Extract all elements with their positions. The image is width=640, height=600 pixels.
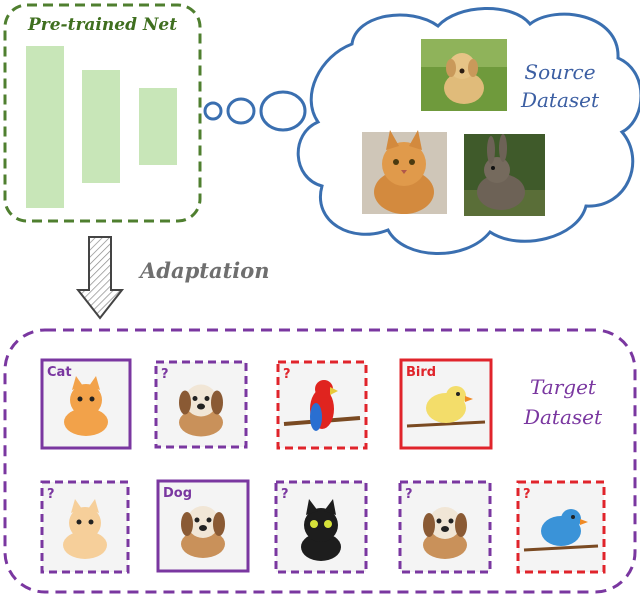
- card-tag: ?: [523, 487, 531, 502]
- adaptation-arrow: [75, 236, 125, 320]
- source-label-line2: Dataset: [520, 88, 600, 112]
- network-layer-bar-3: [139, 88, 177, 165]
- animal-illustration-icon: [179, 384, 223, 437]
- thought-bubble-small: [203, 101, 223, 121]
- source-label-line1: Source: [524, 60, 596, 84]
- target-card-frame: [399, 358, 493, 450]
- card-tag: Cat: [47, 365, 72, 380]
- animal-illustration-icon: [523, 509, 599, 552]
- source-photo-puppy: [421, 39, 507, 111]
- card-tag: Dog: [163, 486, 192, 501]
- target-card-grid: Cat?? Bird? Dog???: [40, 358, 606, 574]
- card-tag: ?: [161, 367, 169, 382]
- source-dataset-label: Source Dataset: [500, 58, 620, 114]
- card-tag: Bird: [406, 365, 436, 380]
- animal-illustration-icon: [63, 499, 107, 559]
- source-photo-cat: [362, 130, 447, 214]
- network-layer-bar-2: [82, 70, 120, 183]
- animal-illustration-icon: [283, 380, 361, 431]
- target-label-line1: Target: [530, 375, 596, 399]
- target-card: ?: [276, 360, 368, 450]
- target-label-line2: Dataset: [523, 405, 603, 429]
- animal-illustration-icon: [301, 499, 341, 561]
- source-photo-rabbit: [464, 134, 545, 216]
- card-tag: ?: [47, 487, 55, 502]
- thought-bubble-large: [259, 90, 307, 132]
- network-layer-bar-1: [26, 46, 64, 208]
- adaptation-label: Adaptation: [140, 258, 270, 283]
- card-tag: ?: [281, 487, 289, 502]
- target-card: ?: [398, 480, 492, 574]
- target-dataset-box: [3, 328, 637, 594]
- target-card: ?: [516, 480, 606, 574]
- pretrained-net-title: Pre-trained Net: [28, 15, 178, 35]
- target-dataset-label: Target Dataset: [508, 372, 618, 432]
- card-tag: ?: [405, 487, 413, 502]
- target-card: ?: [154, 360, 248, 449]
- thought-bubble-medium: [226, 97, 256, 125]
- target-card: Bird: [399, 358, 493, 450]
- animal-illustration-icon: [181, 506, 225, 558]
- pretrained-net-box: [3, 3, 202, 223]
- target-card: Dog: [156, 479, 250, 573]
- animal-illustration-icon: [423, 507, 467, 559]
- target-card: ?: [40, 480, 130, 574]
- target-card: ?: [274, 480, 368, 574]
- card-tag: ?: [283, 367, 291, 382]
- animal-illustration-icon: [406, 386, 486, 428]
- target-card: Cat: [40, 358, 132, 450]
- animal-illustration-icon: [64, 376, 108, 436]
